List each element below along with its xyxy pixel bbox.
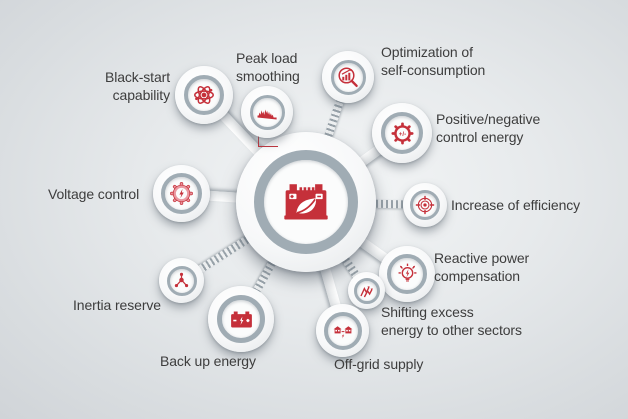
magnifier-chart-icon xyxy=(336,65,360,89)
node-ring xyxy=(217,295,265,343)
node-efficiency xyxy=(403,183,447,227)
node-optimization xyxy=(322,51,374,103)
battery-leaf-icon xyxy=(280,176,332,228)
label-inertia: Inertia reserve xyxy=(73,297,161,313)
label-voltage: Voltage control xyxy=(48,186,140,202)
node-inertia xyxy=(159,258,204,303)
node-ring xyxy=(184,75,224,115)
label-peak-load: Peak load smoothing xyxy=(236,50,300,84)
node-shifting xyxy=(348,272,385,309)
node-off-grid xyxy=(316,304,369,357)
label-pos-neg: Positive/negative control energy xyxy=(436,111,541,145)
node-black-start xyxy=(175,66,233,124)
hub-battery-storage xyxy=(236,132,376,272)
node-voltage xyxy=(153,165,210,222)
label-backup: Back up energy xyxy=(160,353,256,369)
node-ring xyxy=(330,59,366,95)
target-icon xyxy=(415,195,435,215)
atom-icon xyxy=(191,82,217,108)
houses-grid-icon xyxy=(331,319,355,343)
hub-ring xyxy=(254,150,358,254)
label-off-grid: Off-grid supply xyxy=(334,356,424,372)
node-ring xyxy=(161,173,202,214)
label-black-start: Black-start capability xyxy=(104,69,170,103)
node-ring xyxy=(387,254,427,294)
node-ring xyxy=(410,190,440,220)
bulb-flash-icon xyxy=(395,262,420,287)
node-peak-load xyxy=(241,86,293,138)
svg-text:+/-: +/- xyxy=(398,130,405,137)
load-curve-icon xyxy=(255,100,279,124)
node-ring xyxy=(249,94,285,130)
node-pos-neg: +/- xyxy=(372,103,432,163)
car-battery-icon xyxy=(227,305,256,334)
gear-bolt-icon xyxy=(168,180,195,207)
peak-load-connector-horizontal xyxy=(258,146,278,147)
node-ring xyxy=(166,265,197,296)
label-efficiency: Increase of efficiency xyxy=(451,197,581,213)
molecule-icon xyxy=(172,271,191,290)
node-reactive xyxy=(379,246,435,302)
node-backup xyxy=(208,286,274,352)
label-reactive: Reactive power compensation xyxy=(434,250,530,284)
label-optimization: Optimization of self-consumption xyxy=(381,44,486,78)
gear-plus-minus-icon: +/- xyxy=(389,120,416,147)
node-ring: +/- xyxy=(381,112,423,154)
label-shifting: Shifting excess energy to other sectors xyxy=(381,304,522,338)
peaks-arrows-icon xyxy=(359,283,375,299)
node-ring xyxy=(353,277,380,304)
node-ring xyxy=(323,311,362,350)
